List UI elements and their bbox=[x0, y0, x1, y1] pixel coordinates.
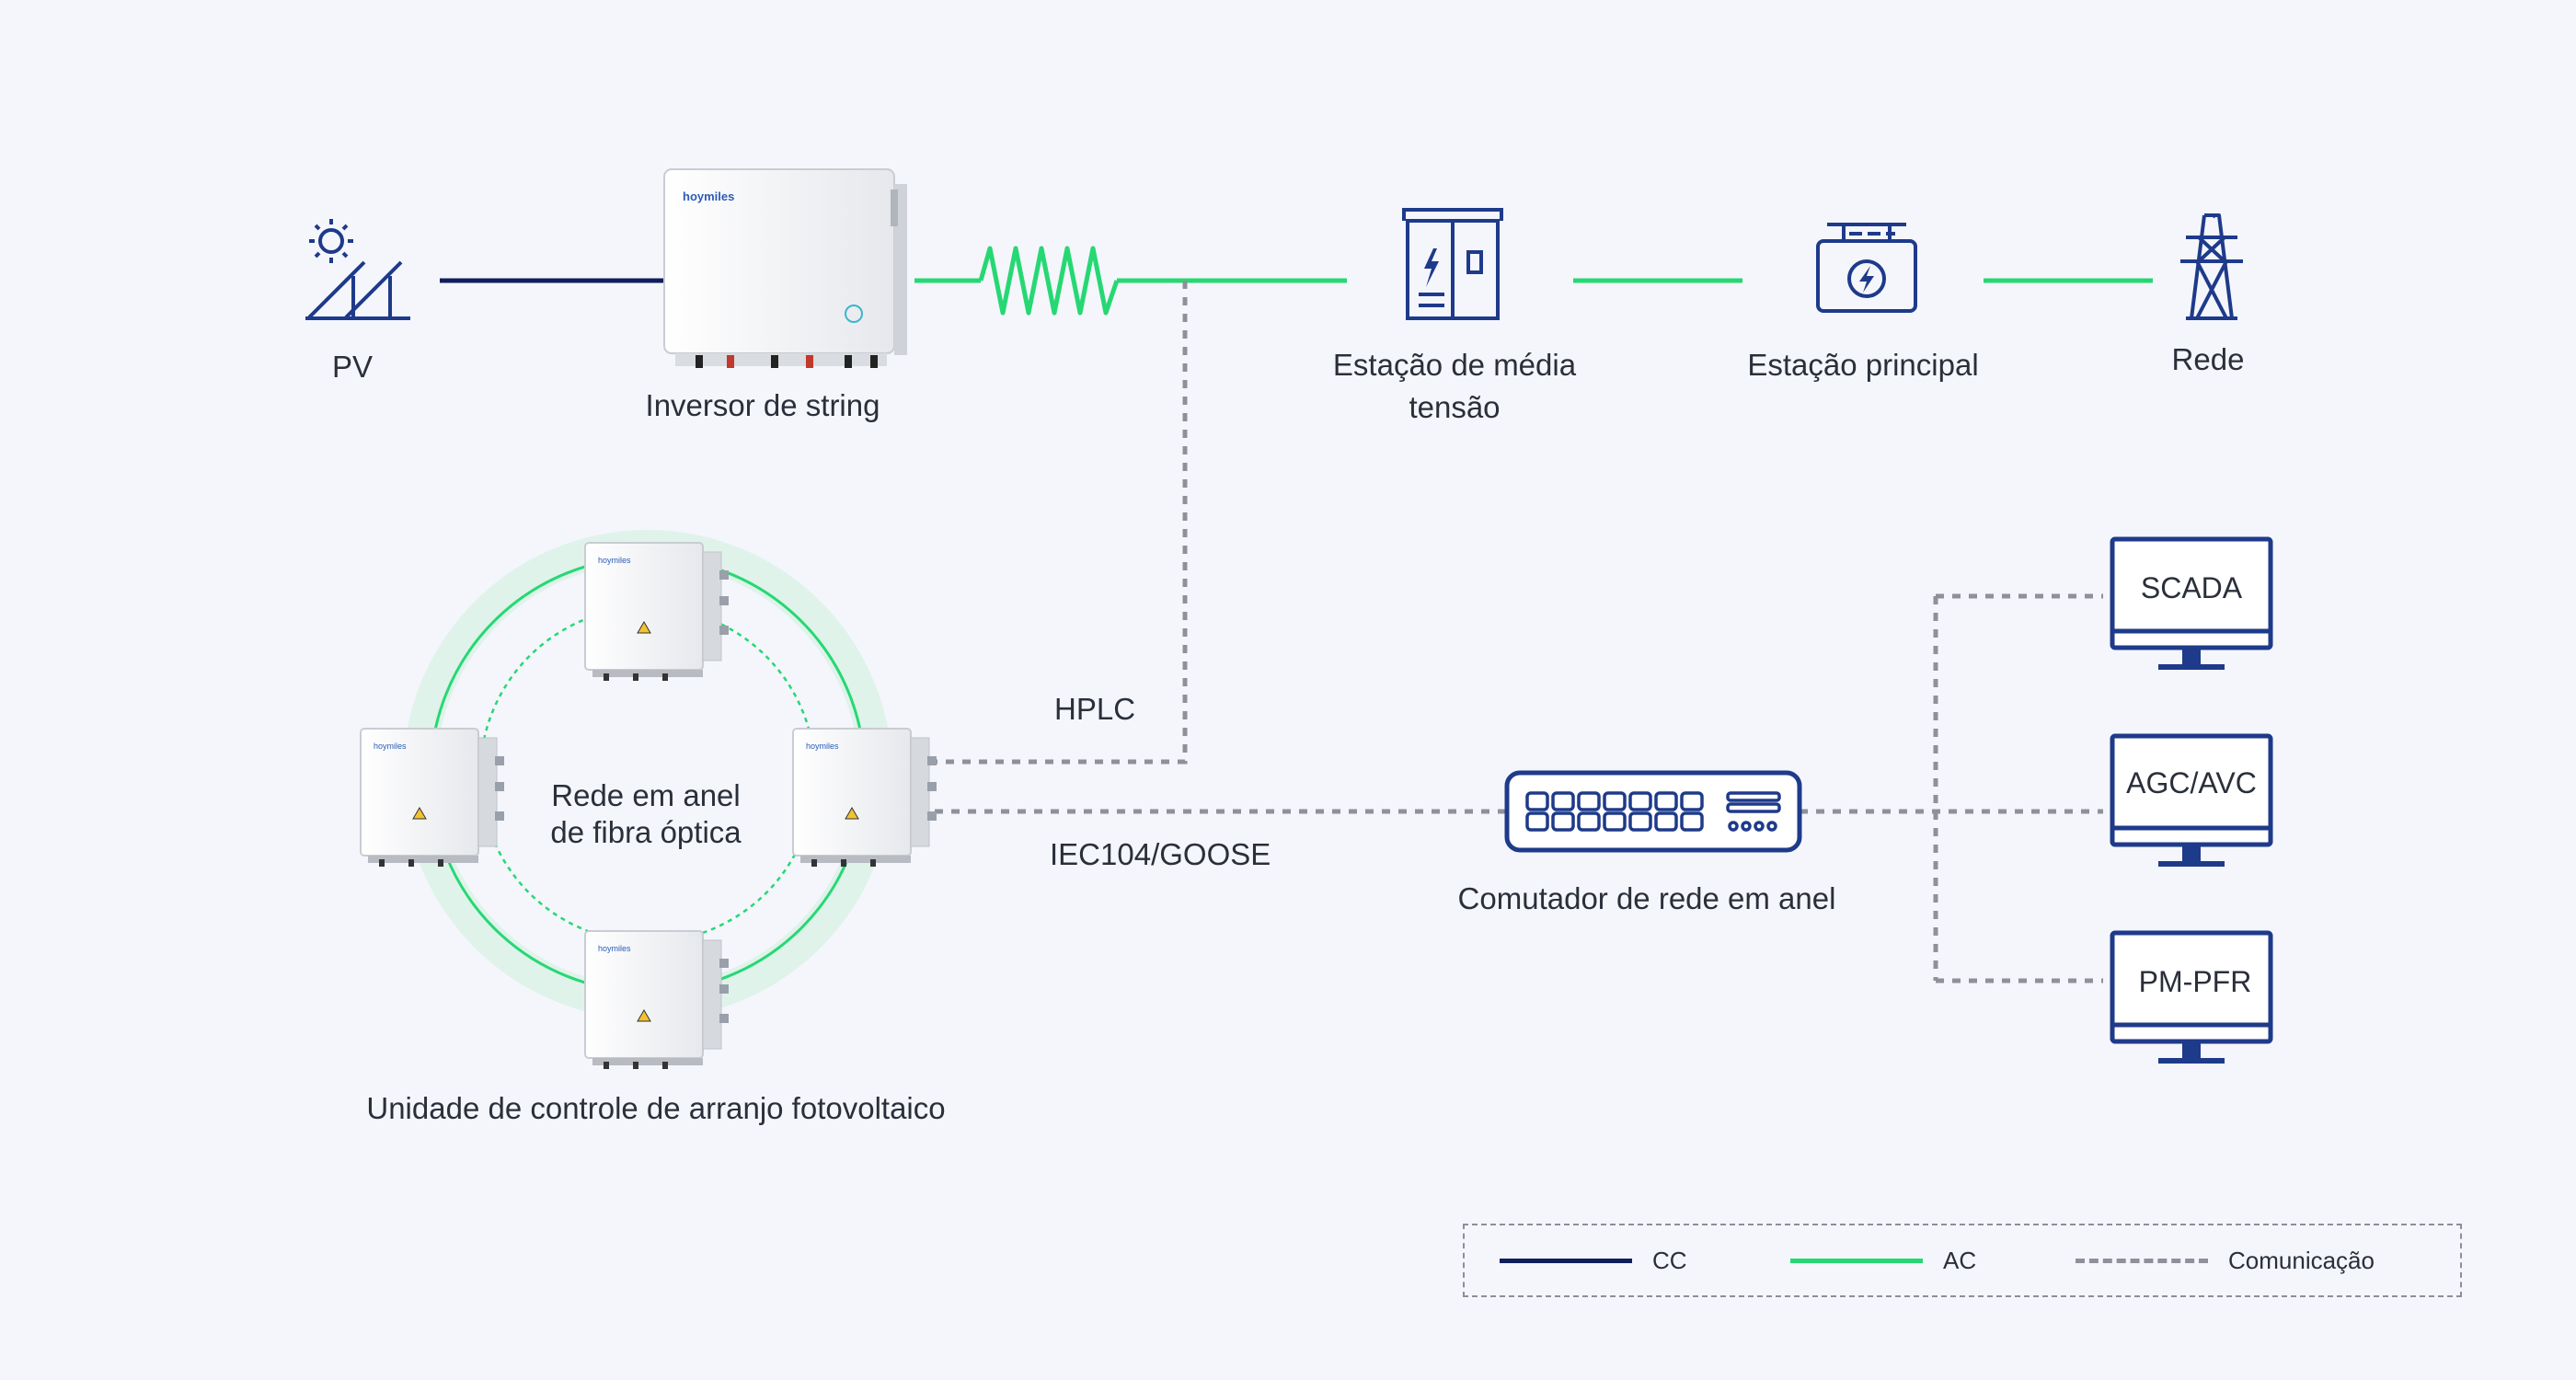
switch-label: Comutador de rede em anel bbox=[1457, 881, 1836, 915]
legend-swatch-comm bbox=[2076, 1258, 2208, 1263]
legend-item-ac: AC bbox=[1790, 1225, 1976, 1295]
legend-swatch-cc bbox=[1500, 1258, 1632, 1263]
legend-label-comm: Comunicação bbox=[2228, 1246, 2375, 1274]
array-unit-label: Unidade de controle de arranjo fotovolta… bbox=[366, 1091, 946, 1125]
network-switch-icon bbox=[1504, 770, 1802, 853]
control-unit-top bbox=[584, 542, 730, 682]
ac-filter-icon bbox=[978, 246, 1120, 316]
hplc-line bbox=[935, 281, 1188, 765]
agc-avc-label: AGC/AVC bbox=[2126, 766, 2257, 799]
iec-label: IEC104/GOOSE bbox=[1050, 837, 1271, 871]
legend: CC AC Comunicação bbox=[1463, 1224, 2462, 1297]
inverter-label: Inversor de string bbox=[645, 388, 880, 422]
pm-pfr-label: PM-PFR bbox=[2138, 965, 2252, 998]
mv-station-label: Estação de média tensão bbox=[1332, 348, 1577, 424]
legend-item-cc: CC bbox=[1500, 1225, 1687, 1295]
grid-label: Rede bbox=[2171, 342, 2245, 376]
solar-panel-icon bbox=[305, 219, 410, 320]
hplc-label: HPLC bbox=[1054, 692, 1136, 726]
communication-lines bbox=[935, 281, 2103, 983]
scada-label: SCADA bbox=[2140, 571, 2243, 604]
control-unit-right bbox=[792, 728, 937, 868]
transmission-tower-icon bbox=[2180, 213, 2243, 320]
legend-swatch-ac bbox=[1790, 1258, 1923, 1263]
inverter-icon: hoymiles bbox=[663, 168, 907, 368]
legend-label-ac: AC bbox=[1943, 1246, 1977, 1274]
control-unit-bottom bbox=[584, 930, 730, 1070]
legend-item-comm: Comunicação bbox=[2076, 1225, 2375, 1295]
main-station-icon bbox=[1816, 223, 1917, 313]
ring-label: Rede em anel de fibra óptica bbox=[550, 778, 742, 849]
legend-label-cc: CC bbox=[1652, 1246, 1687, 1274]
mv-station-icon bbox=[1402, 208, 1503, 320]
control-unit-left bbox=[360, 728, 505, 868]
main-station-label: Estação principal bbox=[1747, 348, 1979, 382]
inverter-brand: hoymiles bbox=[683, 190, 734, 203]
pv-label: PV bbox=[331, 350, 374, 384]
